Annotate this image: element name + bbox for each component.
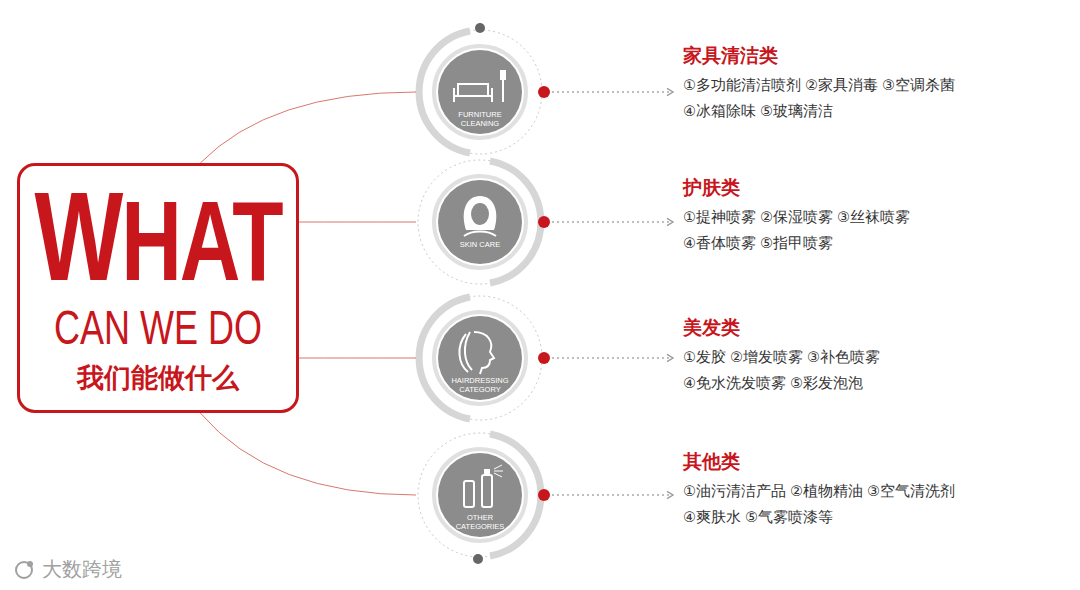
title-box: WHATCAN WE DO 我们能做什么 <box>17 163 299 413</box>
ring-2 <box>418 160 550 284</box>
dotted-arrow <box>552 91 673 92</box>
watermark-icon <box>16 561 33 578</box>
dotted-arrow <box>552 221 673 222</box>
item-list: ④爽肤水 ⑤气雾喷漆等 <box>683 504 955 530</box>
link-curve <box>200 92 416 163</box>
watermark: 大数跨境 <box>42 556 122 583</box>
item-list: ④香体喷雾 ⑤指甲喷雾 <box>683 230 910 256</box>
ring-3 <box>418 296 550 420</box>
circle-label: OTHER CATEGORIES <box>446 513 514 532</box>
dotted-arrow <box>552 494 673 495</box>
category-heading: 护肤类 <box>683 176 910 200</box>
circle-label: HAIRDRESSING CATEGORY <box>446 376 514 395</box>
category-heading: 其他类 <box>683 450 955 474</box>
arrow-head <box>667 491 673 498</box>
category-circle: HAIRDRESSING CATEGORY <box>416 294 544 422</box>
item-list: ①多功能清洁喷剂 ②家具消毒 ③空调杀菌 <box>683 72 955 98</box>
ring-4 <box>418 433 550 564</box>
title-text: CAN WE DO <box>54 304 262 353</box>
category-heading: 美发类 <box>683 316 880 340</box>
category-heading: 家具清洁类 <box>683 44 955 68</box>
item-list: ④免水洗发喷雾 ⑤彩发泡泡 <box>683 370 880 396</box>
arrow-head <box>667 88 673 95</box>
title-text: 我们能做什么 <box>77 364 239 394</box>
ring-1 <box>418 23 550 154</box>
category-list: 美发类 ①发胶 ②增发喷雾 ③补色喷雾④免水洗发喷雾 ⑤彩发泡泡 <box>683 316 880 396</box>
category-list: 家具清洁类 ①多功能清洁喷剂 ②家具消毒 ③空调杀菌④冰箱除味 ⑤玻璃清洁 <box>683 44 955 124</box>
arrow-head <box>667 354 673 361</box>
item-list: ①提神喷雾 ②保湿喷雾 ③丝袜喷雾 <box>683 204 910 230</box>
link-curve <box>200 413 416 495</box>
category-list: 其他类 ①油污清洁产品 ②植物精油 ③空气清洗剂④爽肤水 ⑤气雾喷漆等 <box>683 450 955 530</box>
item-list: ①发胶 ②增发喷雾 ③补色喷雾 <box>683 344 880 370</box>
category-list: 护肤类 ①提神喷雾 ②保湿喷雾 ③丝袜喷雾④香体喷雾 ⑤指甲喷雾 <box>683 176 910 256</box>
circle-label: FURNITURE CLEANING <box>446 110 514 129</box>
circle-label: SKIN CARE <box>446 240 514 249</box>
title-text: WHAT <box>34 174 281 301</box>
item-list: ④冰箱除味 ⑤玻璃清洁 <box>683 98 955 124</box>
link-curve <box>299 358 416 359</box>
arrow-head <box>667 218 673 225</box>
link-curve <box>299 222 416 223</box>
dotted-arrow <box>552 357 673 358</box>
category-circle: FURNITURE CLEANING <box>416 28 544 156</box>
category-circle: OTHER CATEGORIES <box>416 431 544 559</box>
category-circle: SKIN CARE <box>416 158 544 286</box>
item-list: ①油污清洁产品 ②植物精油 ③空气清洗剂 <box>683 478 955 504</box>
